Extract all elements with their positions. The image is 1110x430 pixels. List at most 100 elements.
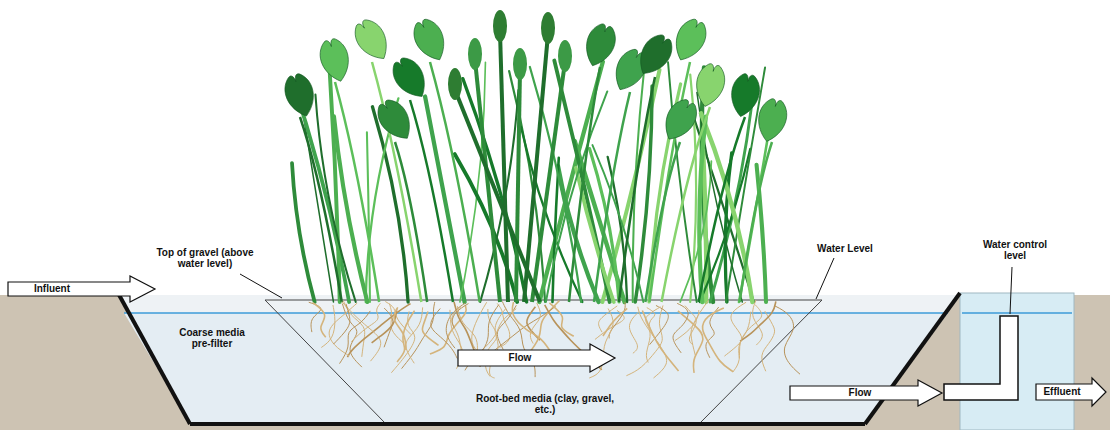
zone-label: Coarse media pre-filter bbox=[172, 327, 252, 350]
plant-leaf bbox=[632, 30, 678, 81]
plant-leaf bbox=[727, 72, 762, 120]
zone-label: Root-bed media (clay, gravel, etc.) bbox=[470, 393, 620, 416]
plant-leaf bbox=[387, 53, 433, 104]
cattail-head bbox=[558, 40, 572, 72]
leader-label: Water control level bbox=[978, 239, 1052, 262]
plant-stalk bbox=[569, 67, 600, 302]
cattail-head bbox=[541, 12, 555, 44]
arrow-label: Flow bbox=[835, 387, 885, 399]
plant-leaf bbox=[316, 36, 354, 85]
root-strand bbox=[489, 308, 505, 378]
plant-leaf bbox=[349, 15, 395, 66]
flow-arrow bbox=[458, 344, 615, 372]
plant-stalk bbox=[619, 77, 655, 302]
plant-stalk bbox=[475, 60, 500, 302]
cattail-head bbox=[493, 10, 507, 42]
root-strand bbox=[497, 305, 516, 349]
root-strand bbox=[629, 312, 638, 353]
root-strand bbox=[733, 305, 762, 372]
flow-arrow bbox=[790, 380, 942, 406]
root-strand bbox=[638, 307, 667, 378]
water-body bbox=[124, 313, 948, 423]
plant-leaf bbox=[692, 61, 729, 109]
cattail-head bbox=[448, 68, 462, 100]
water-level-line bbox=[962, 312, 1072, 314]
plant-blade bbox=[425, 96, 465, 302]
plant-stalk bbox=[740, 142, 772, 302]
basin bbox=[118, 295, 960, 423]
leader-label: Water Level bbox=[805, 243, 885, 255]
plant-stalk bbox=[335, 82, 379, 302]
root-strand bbox=[384, 308, 393, 347]
root-strand bbox=[329, 303, 357, 356]
plant-stalk bbox=[532, 62, 565, 302]
plant-blade bbox=[552, 158, 558, 302]
cattail-head bbox=[513, 48, 527, 80]
plant-leaf bbox=[668, 15, 711, 66]
water-level-line bbox=[124, 312, 948, 314]
plant-stalk bbox=[300, 117, 342, 302]
root-strand bbox=[753, 300, 763, 345]
leader-label: Top of gravel (above water level) bbox=[145, 247, 265, 270]
effluent-arrow bbox=[1036, 378, 1106, 406]
plant-stalk bbox=[516, 70, 520, 302]
plant-stalk bbox=[645, 142, 680, 302]
plant-stalk bbox=[699, 117, 745, 302]
plant-leaf bbox=[657, 95, 702, 146]
gravel-bed-outline bbox=[265, 300, 822, 423]
root-strand bbox=[422, 311, 438, 345]
plant-stalk bbox=[430, 62, 480, 302]
basin-wall bbox=[118, 293, 190, 424]
plant-leaf bbox=[580, 21, 620, 71]
basin-wall bbox=[865, 293, 960, 424]
root-strand bbox=[397, 311, 414, 362]
plant-stalk bbox=[395, 142, 427, 302]
plant-stalk bbox=[455, 90, 540, 302]
root-strand bbox=[385, 301, 411, 334]
plant-blade bbox=[575, 141, 625, 302]
root-strand bbox=[603, 308, 627, 335]
root-strand bbox=[452, 304, 468, 328]
root-strand bbox=[402, 302, 435, 369]
plant-blade bbox=[292, 163, 315, 302]
root-strand bbox=[431, 308, 457, 358]
root-strand bbox=[740, 301, 776, 341]
cattail-head bbox=[468, 38, 482, 70]
root-strand bbox=[609, 302, 625, 338]
plant-leaf bbox=[409, 15, 452, 66]
root-strand bbox=[313, 303, 326, 338]
root-strand bbox=[391, 311, 414, 372]
influent-arrow bbox=[8, 276, 155, 302]
plant-leaf bbox=[753, 96, 790, 144]
arrow-label: Flow bbox=[495, 352, 545, 364]
leader-line bbox=[1010, 267, 1012, 314]
plant-stalk bbox=[372, 62, 421, 302]
arrow-label: Influent bbox=[22, 283, 82, 295]
root-strand bbox=[512, 302, 554, 357]
plants bbox=[281, 10, 791, 302]
plant-stalk bbox=[500, 32, 508, 302]
plant-leaf bbox=[281, 71, 320, 120]
root-strand bbox=[530, 303, 540, 344]
root-strand bbox=[724, 302, 746, 356]
roots bbox=[309, 300, 800, 378]
root-strand bbox=[372, 309, 397, 343]
root-strand bbox=[762, 311, 775, 371]
root-strand bbox=[774, 306, 800, 374]
root-strand bbox=[334, 304, 350, 344]
root-strand bbox=[685, 306, 696, 345]
arrow-label: Effluent bbox=[1036, 386, 1088, 398]
outlet-pipe bbox=[944, 316, 1018, 400]
root-strand bbox=[642, 310, 678, 370]
plant-leaf bbox=[372, 95, 419, 146]
plant-stalk bbox=[594, 92, 630, 302]
root-strand bbox=[340, 311, 371, 364]
root-strand bbox=[703, 308, 734, 372]
root-strand bbox=[673, 303, 688, 353]
leader-line bbox=[816, 258, 834, 299]
root-strand bbox=[446, 303, 465, 348]
root-strand bbox=[351, 303, 380, 341]
basin-floor bbox=[190, 422, 865, 426]
